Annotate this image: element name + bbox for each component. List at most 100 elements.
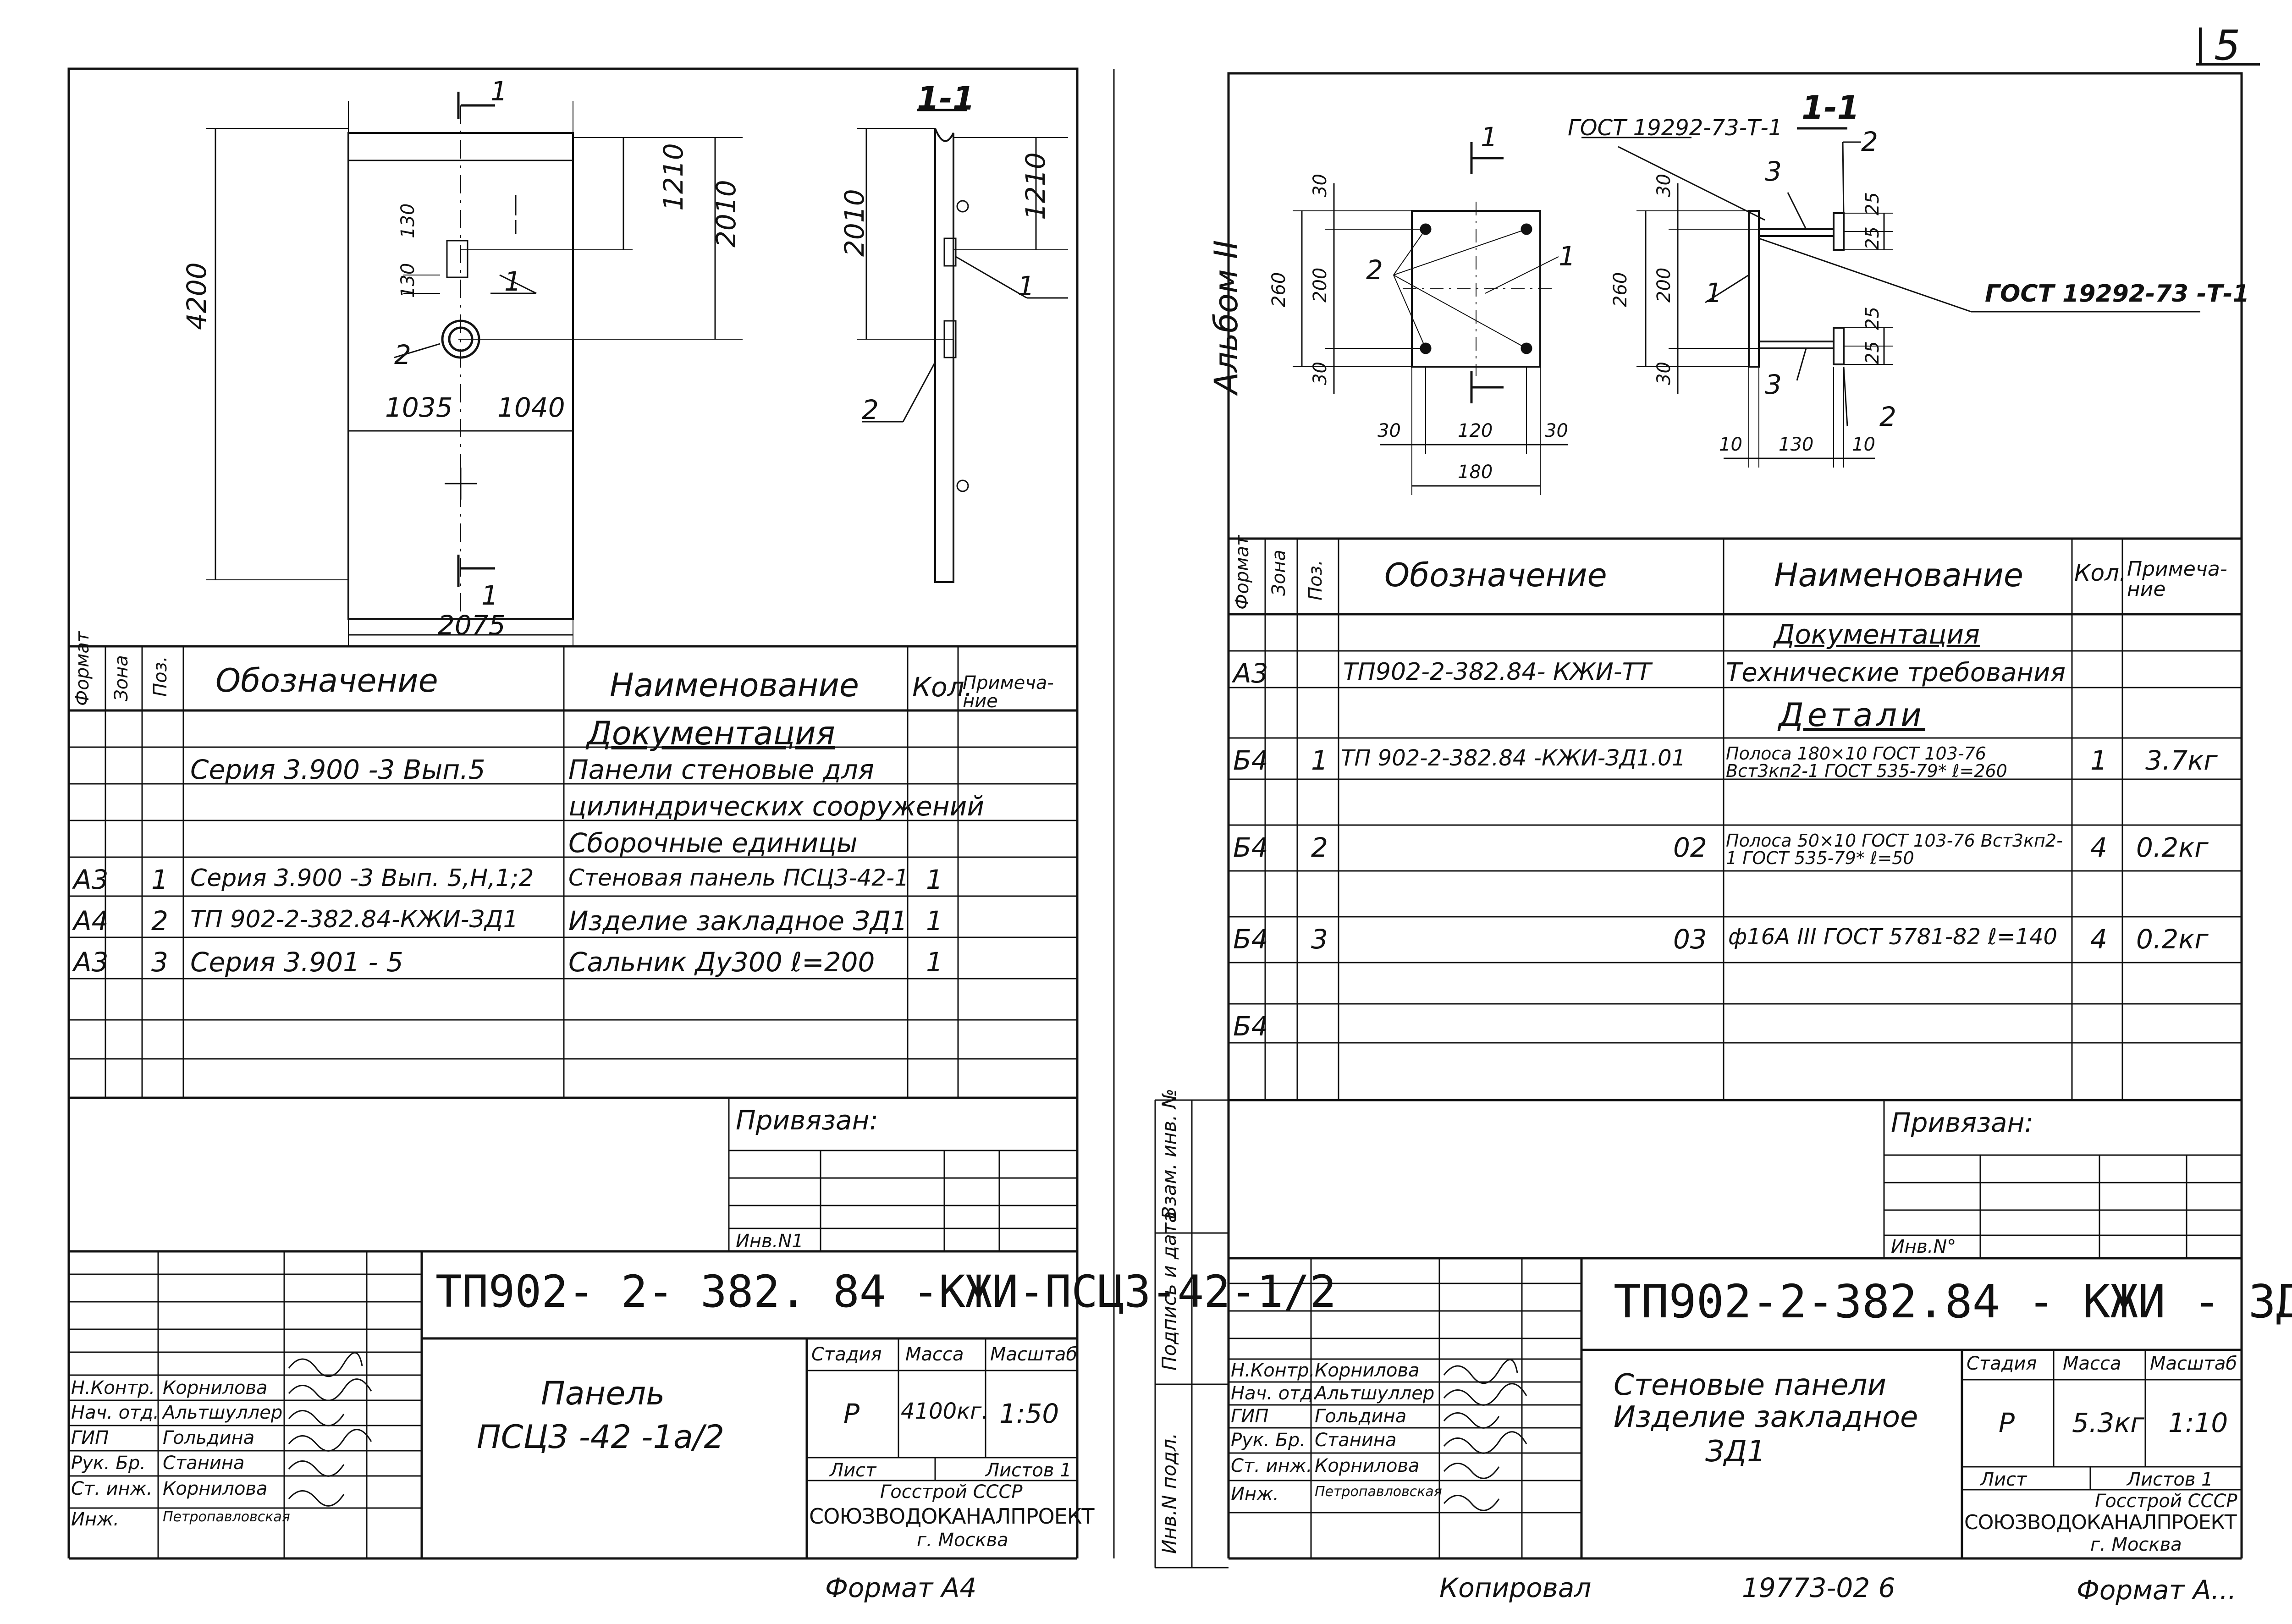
row-name: Панели стеновые для [568, 754, 874, 785]
row-format: А3 [1233, 658, 1268, 689]
role: ГИП [71, 1427, 109, 1448]
title-line-2-right: Изделие закладное [1614, 1400, 1918, 1434]
dim: 120 [1458, 420, 1493, 441]
margin-label: Взам. инв. № [1158, 1088, 1180, 1219]
scale-value: 1:50 [999, 1398, 1059, 1429]
row-designation: Серия 3.900 -3 Вып. 5,Н,1;2 [190, 864, 534, 892]
person-name: Корнилова [163, 1478, 268, 1499]
stage-header: Стадия [811, 1344, 882, 1365]
row-pos: 2 [1311, 832, 1328, 863]
org-line-1: Госстрой СССР [880, 1481, 1023, 1503]
hdr-note: Примеча-ние [2127, 557, 2227, 601]
row-name: Сборочные единицы [568, 827, 858, 859]
row-note: 0.2кг [2136, 924, 2209, 955]
title-line-2: ПСЦ3 -42 -1а/2 [477, 1418, 725, 1456]
stage-header-right: Стадия [1967, 1353, 2037, 1374]
dim-height: 4200 [181, 262, 212, 330]
person-name: Станина [1315, 1430, 1397, 1451]
row-name: Документация [1774, 619, 1980, 650]
org-line-3: г. Москва [917, 1530, 1008, 1551]
role: ГИП [1231, 1406, 1269, 1427]
row-name: ф16А III ГОСТ 5781-82 ℓ=140 [1728, 924, 2058, 950]
role: Нач. отд. [1231, 1383, 1319, 1404]
hdr-pos: Поз. [1305, 560, 1326, 600]
person-name: Корнилова [163, 1377, 268, 1398]
row-qty: 1 [926, 864, 943, 895]
dim: 180 [1458, 462, 1493, 483]
row-name: Стеновая панель ПСЦ3-42-1 [568, 864, 909, 891]
dim: 25 [1862, 192, 1883, 215]
margin-label: Подпись и дата [1158, 1211, 1180, 1371]
side-callout-1: 1 [1018, 270, 1035, 302]
mass-value-right: 5.3кг [2072, 1407, 2144, 1438]
privyazan-label: Привязан: [736, 1105, 879, 1136]
dim: 25 [1862, 307, 1883, 330]
hdr-name: Наименование [610, 666, 859, 704]
person-name: Альтшуллер [163, 1402, 283, 1423]
hdr-pos: Поз. [150, 656, 171, 697]
org-line-3-right: г. Москва [2090, 1534, 2182, 1555]
sheet-label-right: Лист [1980, 1469, 2027, 1490]
section-title: 1-1 [917, 80, 975, 117]
row-format: Б4 [1233, 832, 1268, 863]
dim: 30 [1377, 420, 1401, 441]
hdr-format: Формат [72, 631, 93, 706]
row-designation: 02 [1673, 832, 1707, 863]
margin-label: Инв.N подл. [1158, 1432, 1180, 1554]
role: Рук. Бр. [1231, 1430, 1306, 1451]
org-line-2: СОЮЗВОДОКАНАЛПРОЕКТ [809, 1504, 1095, 1529]
format-note: Формат А4 [825, 1572, 977, 1603]
row-name: Полоса 180×10 ГОСТ 103-76 Вст3кп2-1 ГОСТ… [1726, 743, 2007, 781]
row-pos: 3 [1311, 924, 1328, 955]
hdr-designation: Обозначение [215, 662, 438, 699]
dim: 30 [1653, 362, 1675, 385]
row-qty: 1 [2090, 745, 2107, 776]
dim: 30 [1545, 420, 1568, 441]
row-qty: 1 [926, 905, 943, 936]
dim-1040: 1040 [497, 392, 565, 423]
sheets-label: Листов 1 [986, 1460, 1072, 1481]
side-callout-2: 2 [862, 394, 879, 425]
row-designation: Серия 3.900 -3 Вып.5 [190, 754, 485, 785]
row-note: 0.2кг [2136, 832, 2209, 863]
person-name: Станина [163, 1453, 245, 1474]
row-name: Технические требования [1726, 658, 2066, 688]
dim-1210: 1210 [658, 143, 689, 211]
callout-1: 1 [504, 266, 521, 297]
section-title-right: 1-1 [1802, 89, 1860, 127]
dim: 260 [1268, 272, 1289, 307]
sheet-label: Лист [830, 1460, 876, 1481]
dim-2010: 2010 [711, 180, 742, 248]
row-pos: 3 [151, 947, 168, 978]
row-note: 3.7кг [2145, 745, 2218, 776]
callout: 3 [1765, 369, 1782, 400]
dim: 10 [1852, 434, 1875, 455]
sheets-label-right: Листов 1 [2127, 1469, 2213, 1490]
hdr-format: Формат [1232, 535, 1253, 610]
row-format: Б4 [1233, 1011, 1268, 1042]
row-format: А3 [73, 947, 109, 978]
callout: 2 [1861, 126, 1878, 157]
dim-1035: 1035 [385, 392, 453, 423]
row-name: Детали [1779, 696, 1925, 734]
hdr-qty: Кол. [912, 672, 973, 703]
callout: 2 [1879, 401, 1896, 432]
role: Н.Контр. [1231, 1360, 1315, 1381]
format-footer: Формат А... [2077, 1574, 2237, 1606]
dim: 130 [1779, 434, 1814, 455]
scale-header-right: Масштаб [2150, 1353, 2237, 1374]
hdr-zone: Зона [1268, 550, 1289, 596]
drawing-code: ТП902- 2- 382. 84 -КЖИ-ПСЦ3-42-1/2 [435, 1266, 1337, 1317]
role: Ст. инж. [1231, 1455, 1312, 1476]
gost-label-1: ГОСТ 19292-73-Т-1 [1568, 115, 1783, 141]
row-qty: 4 [2090, 924, 2107, 955]
hdr-zone: Зона [111, 655, 132, 701]
callout-2: 2 [394, 339, 411, 370]
org-line-2-right: СОЮЗВОДОКАНАЛПРОЕКТ [1964, 1511, 2237, 1534]
row-designation: ТП902-2-382.84- КЖИ-ТТ [1343, 658, 1652, 686]
role: Инж. [71, 1509, 119, 1530]
person-name: Корнилова [1315, 1360, 1420, 1381]
title-line-1: Панель [541, 1375, 665, 1412]
role: Нач. отд. [71, 1402, 159, 1423]
